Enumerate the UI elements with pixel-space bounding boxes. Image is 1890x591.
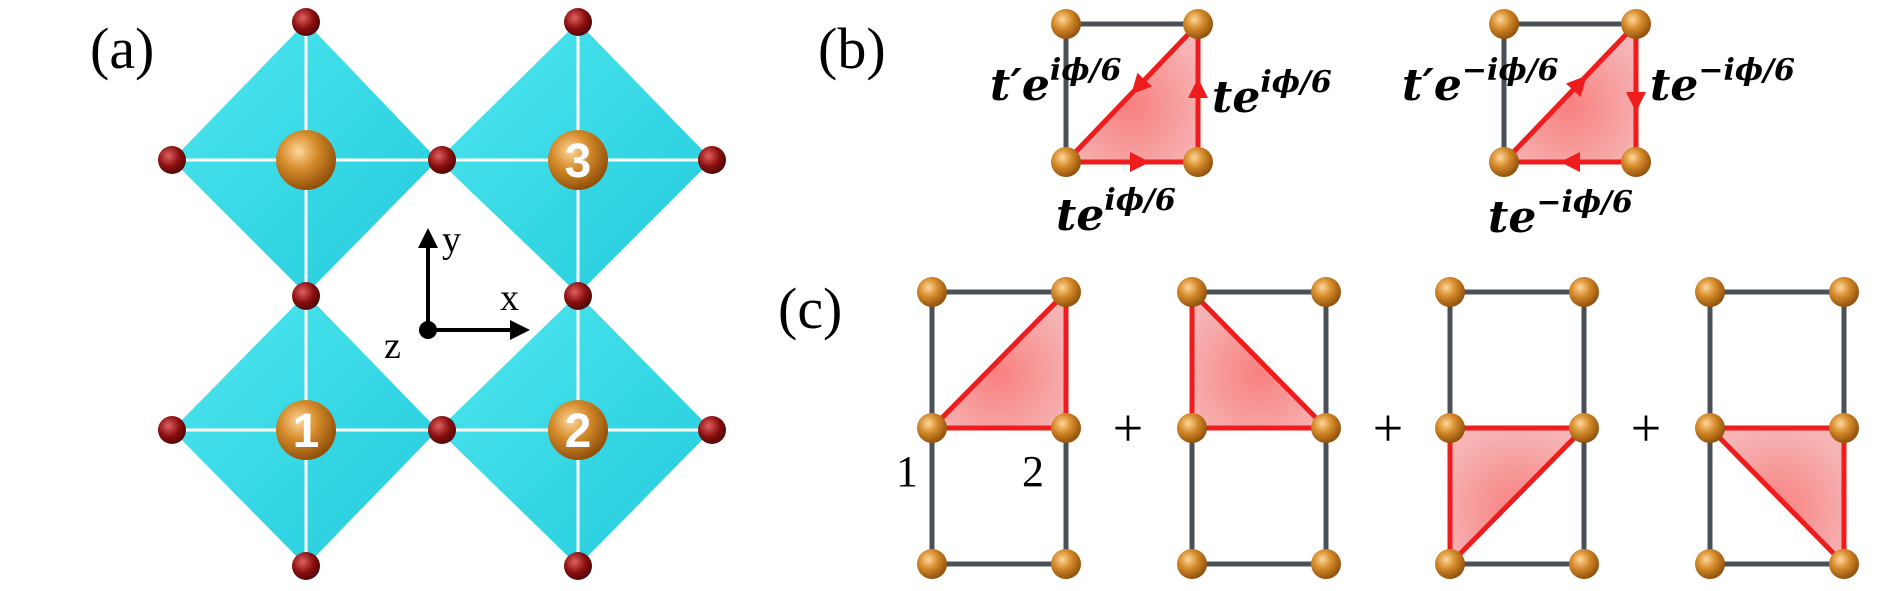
- panel-c-atoms: [917, 277, 1859, 579]
- site-atom: [917, 277, 947, 307]
- hopping-diagonal-label: t′eiϕ/6: [990, 53, 1122, 111]
- site-atom: [1829, 413, 1859, 443]
- site-atom: [1621, 147, 1651, 177]
- oxygen-atom: [292, 282, 320, 310]
- panel-c-decomposition: + + + 1 2: [896, 277, 1859, 579]
- site-atom: [1695, 549, 1725, 579]
- hopping-bottom-label: teiϕ/6: [1056, 183, 1176, 241]
- hopping-diagram-positive: t′eiϕ/6 teiϕ/6 teiϕ/6: [990, 9, 1332, 241]
- site-atom: [1051, 9, 1081, 39]
- oxygen-atom: [564, 8, 592, 36]
- site-atom: [1311, 413, 1341, 443]
- flux-triangle: [1063, 21, 1201, 165]
- hopping-right-label: teiϕ/6: [1212, 65, 1332, 123]
- plus-sign: +: [1631, 398, 1661, 458]
- plus-sign: +: [1113, 398, 1143, 458]
- z-axis-dot: [419, 321, 437, 339]
- site-atom: [1621, 9, 1651, 39]
- site-atom: [1311, 277, 1341, 307]
- oxygen-atom: [698, 146, 726, 174]
- site-atom: [1695, 277, 1725, 307]
- hopping-diagonal-label: t′e−iϕ/6: [1402, 53, 1559, 111]
- arrow-diagonal: [1131, 72, 1153, 95]
- site-atom: [1051, 147, 1081, 177]
- site-atom: [1051, 413, 1081, 443]
- site-atom: [1829, 277, 1859, 307]
- panel-a-label: (a): [90, 16, 154, 81]
- site-atom: [1177, 277, 1207, 307]
- oxygen-atom: [292, 8, 320, 36]
- lattice-term-1: [929, 289, 1069, 567]
- site-atom: [1695, 413, 1725, 443]
- cation-atom-1: [276, 400, 336, 460]
- lattice-term-4: [1707, 289, 1847, 567]
- y-axis-label: y: [442, 219, 461, 261]
- arrow-diagonal: [1565, 75, 1587, 98]
- site-atom: [1489, 9, 1519, 39]
- oxygen-atom: [564, 552, 592, 580]
- site-number-2: 2: [565, 405, 592, 458]
- flux-triangle: [929, 289, 1069, 431]
- oxygen-atom: [698, 416, 726, 444]
- plus-sign: +: [1373, 398, 1403, 458]
- oxygen-atoms: [158, 8, 726, 580]
- x-axis-label: x: [500, 277, 519, 319]
- oxygen-atom: [564, 282, 592, 310]
- oxygen-atom: [292, 552, 320, 580]
- site-number-1: 1: [293, 405, 320, 458]
- hopping-right-label: te−iϕ/6: [1650, 53, 1795, 111]
- site-atom: [1435, 413, 1465, 443]
- lattice-site-number-1: 1: [896, 447, 918, 496]
- site-atom: [1489, 147, 1519, 177]
- site-atom: [1569, 549, 1599, 579]
- flux-triangle: [1189, 289, 1329, 431]
- site-atom: [1829, 549, 1859, 579]
- site-atom: [1569, 277, 1599, 307]
- lattice-term-2: [1189, 289, 1329, 567]
- lattice-site-number-2: 2: [1022, 447, 1044, 496]
- hopping-bottom-label: te−iϕ/6: [1488, 185, 1633, 243]
- site-atom: [1177, 549, 1207, 579]
- site-atom: [1183, 147, 1213, 177]
- hopping-diagram-negative: t′e−iϕ/6 te−iϕ/6 te−iϕ/6: [1402, 9, 1795, 243]
- oxygen-atom: [158, 146, 186, 174]
- oxygen-atom: [428, 146, 456, 174]
- site-atom: [1051, 549, 1081, 579]
- z-axis-label: z: [384, 325, 401, 367]
- panel-a-octahedra: 3 1 2 y x z: [158, 8, 726, 580]
- coordinate-axes: y x z: [384, 219, 530, 367]
- cation-atom-3: [548, 130, 608, 190]
- site-atom: [917, 413, 947, 443]
- cation-atom-2: [548, 400, 608, 460]
- flux-triangle: [1707, 425, 1847, 567]
- cation-atom: [276, 130, 336, 190]
- site-atom: [1051, 277, 1081, 307]
- site-atom: [1311, 549, 1341, 579]
- site-atom: [917, 549, 947, 579]
- site-atom: [1435, 277, 1465, 307]
- site-atom: [1435, 549, 1465, 579]
- panel-b-label: (b): [818, 16, 886, 81]
- flux-triangle: [1447, 425, 1587, 567]
- site-atom: [1183, 9, 1213, 39]
- oxygen-atom: [158, 416, 186, 444]
- panel-c-label: (c): [778, 276, 842, 341]
- oxygen-atom: [428, 416, 456, 444]
- site-atom: [1177, 413, 1207, 443]
- lattice-term-3: [1447, 289, 1587, 567]
- site-number-3: 3: [565, 135, 592, 188]
- site-atom: [1569, 413, 1599, 443]
